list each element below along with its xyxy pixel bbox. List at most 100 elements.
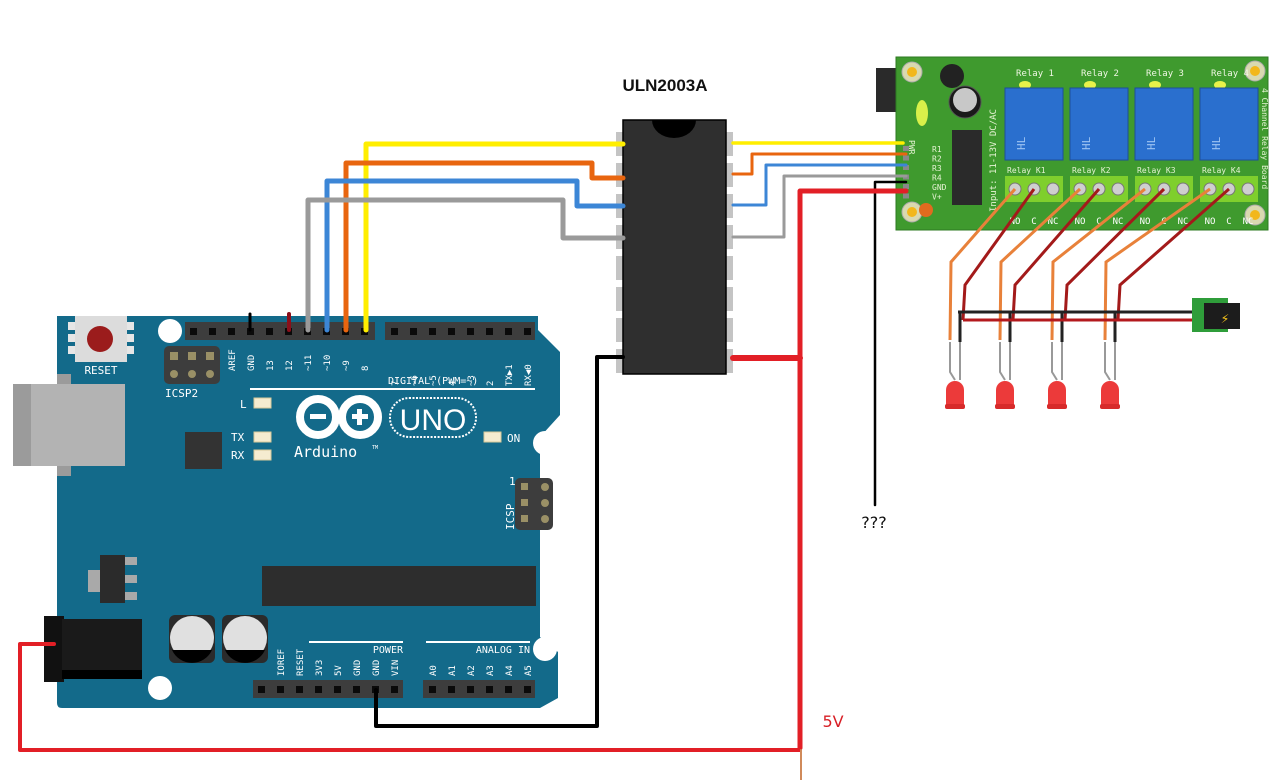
wire-relay-no-orange: [1050, 187, 1146, 341]
pin-socket[interactable]: [334, 686, 341, 693]
pin-socket[interactable]: [486, 328, 493, 335]
relay-input-label: R1: [932, 145, 942, 154]
wire-out4-gray: [731, 174, 908, 239]
uln2003a-ic: [616, 119, 733, 375]
pin-label: ~11: [304, 355, 314, 371]
power-bolt-icon: ⚡: [1221, 311, 1229, 327]
pin-socket[interactable]: [448, 686, 455, 693]
pin-label: IOREF: [277, 649, 287, 676]
reset-button[interactable]: [68, 316, 134, 362]
wire-relay-gnd-unknown: [873, 180, 908, 507]
pin-socket[interactable]: [258, 686, 265, 693]
relay-brand: HL: [1015, 136, 1028, 150]
pin-label: 2: [486, 381, 496, 386]
pin-socket[interactable]: [277, 686, 284, 693]
wire-pin11-gray: [305, 197, 626, 333]
relay-input-label: R3: [932, 164, 942, 173]
relay-input-pin[interactable]: [903, 193, 909, 199]
contact-label: NC: [1113, 217, 1124, 227]
contact-label: NO: [1010, 217, 1021, 227]
dc-power-jack[interactable]: [44, 616, 142, 682]
terminal-screw[interactable]: [1176, 182, 1190, 196]
pin-socket[interactable]: [247, 328, 254, 335]
pin-socket[interactable]: [266, 328, 273, 335]
led-body: [996, 381, 1014, 406]
pin-label: 5V: [334, 665, 344, 676]
pin-label: TX▶1: [505, 364, 515, 386]
terminal-screw[interactable]: [1046, 182, 1060, 196]
wire-jack-red: [18, 642, 802, 752]
pin-label: RESET: [296, 648, 306, 676]
terminal-screw[interactable]: [1111, 182, 1125, 196]
pin-socket[interactable]: [524, 328, 531, 335]
digital-header-right: [385, 322, 535, 340]
led-body: [946, 381, 964, 406]
icsp-pin1-label: 1: [509, 475, 516, 488]
pin-label: A3: [486, 665, 496, 676]
relay-mount-hole-center: [1250, 66, 1260, 76]
pin-socket[interactable]: [410, 328, 417, 335]
pin-label: RX◀0: [524, 364, 534, 386]
pin-label: 7: [391, 381, 401, 386]
bridge-rectifier: [940, 64, 964, 88]
pin-socket[interactable]: [391, 328, 398, 335]
pin-socket[interactable]: [505, 686, 512, 693]
pin-socket[interactable]: [296, 686, 303, 693]
reset-label: RESET: [84, 364, 117, 377]
pin-socket[interactable]: [209, 328, 216, 335]
ic-pin-left: [616, 318, 625, 342]
led-circuit: ⚡: [945, 187, 1240, 409]
relay-input-pin[interactable]: [903, 155, 909, 161]
unknown-connection-note: ???: [861, 513, 886, 532]
pwr-label: PWR: [907, 140, 916, 155]
pin-label: A1: [448, 665, 458, 676]
relay-label: Relay 2: [1081, 69, 1119, 79]
wire-out2-orange: [731, 152, 908, 176]
mount-hole: [533, 637, 557, 661]
pin-socket[interactable]: [315, 686, 322, 693]
wire-relay-c-darkred: [1011, 188, 1101, 321]
wire-relay-c-darkred: [1063, 187, 1166, 321]
relay-input-spec: Input: 11-13V DC/AC: [989, 109, 999, 212]
relay-input-pin[interactable]: [903, 146, 909, 151]
pin-label: A2: [467, 665, 477, 676]
pin-socket[interactable]: [505, 328, 512, 335]
five-volt-note: 5V: [822, 712, 843, 731]
led-on-label: ON: [507, 432, 520, 445]
relay-input-pin[interactable]: [903, 165, 909, 170]
ic-pin-left: [616, 349, 625, 373]
ic-pin-right: [724, 349, 733, 373]
wire-pin9-orange: [343, 160, 626, 333]
led-l-label: L: [240, 398, 247, 411]
relay-indicator-led: [1149, 81, 1161, 89]
pin-socket[interactable]: [228, 328, 235, 335]
relay-input-pin[interactable]: [903, 184, 909, 189]
capacitor: [222, 615, 268, 663]
dc-barrel-jack[interactable]: ⚡: [1192, 298, 1240, 332]
pin-socket[interactable]: [429, 328, 436, 335]
relay-board-title: 4 Channel Relay Board: [1260, 88, 1269, 189]
logo-text: Arduino: [294, 443, 357, 461]
terminal-screw[interactable]: [1241, 182, 1255, 196]
pin-socket[interactable]: [448, 328, 455, 335]
pin-label: GND: [372, 660, 382, 676]
led-2: [995, 187, 1101, 409]
relay-module: [1199, 87, 1259, 161]
icsp2-label: ICSP2: [165, 387, 198, 400]
pin-socket[interactable]: [467, 686, 474, 693]
pin-socket[interactable]: [391, 686, 398, 693]
relay-terminal-label: Relay K3: [1137, 166, 1176, 175]
wire-5v-red: [797, 188, 909, 751]
icsp-label: ICSP: [504, 503, 517, 530]
pin-socket[interactable]: [353, 686, 360, 693]
led-rim: [1047, 404, 1067, 409]
pin-label: VIN: [391, 660, 401, 676]
pin-socket[interactable]: [524, 686, 531, 693]
model-label: UNO: [400, 404, 467, 437]
pin-socket[interactable]: [429, 686, 436, 693]
pin-socket[interactable]: [467, 328, 474, 335]
pin-socket[interactable]: [486, 686, 493, 693]
pin-socket[interactable]: [190, 328, 197, 335]
